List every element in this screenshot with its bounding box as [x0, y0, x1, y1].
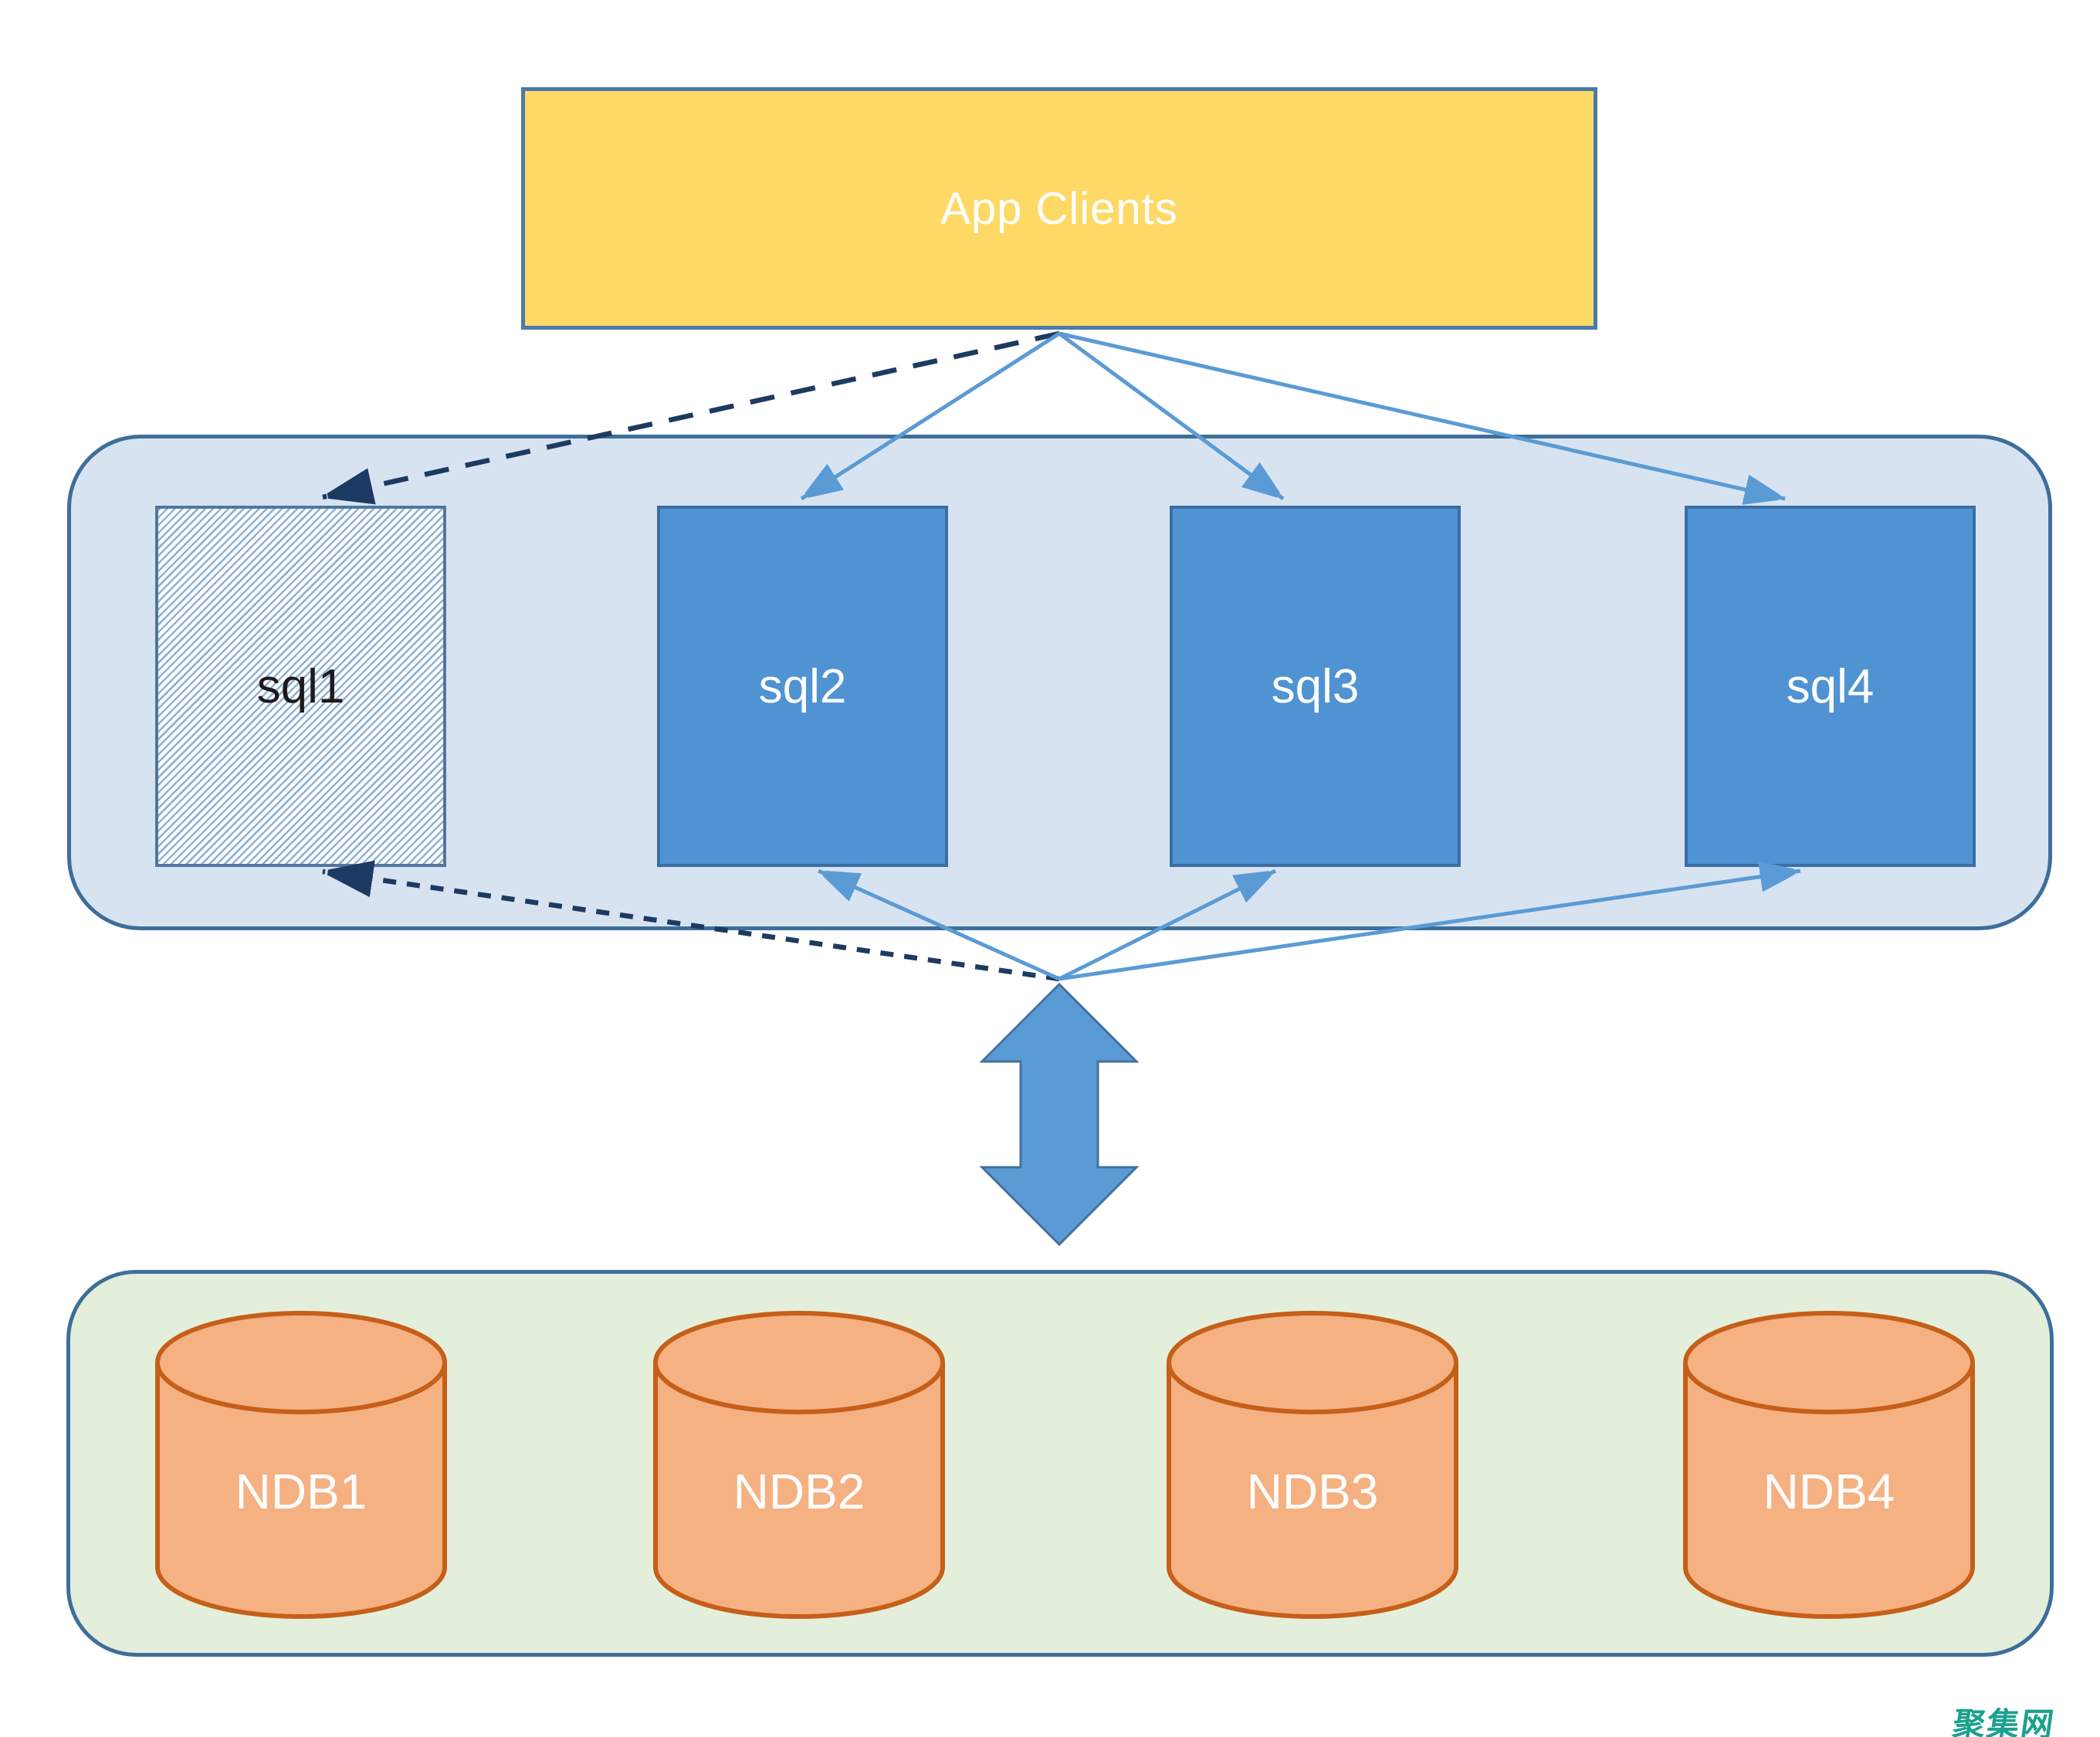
node-sql4-label: sql4	[1786, 659, 1875, 713]
node-sql1: sql1	[155, 506, 446, 867]
node-ndb4-label: NDB4	[1763, 1464, 1895, 1519]
node-ndb1-label: NDB1	[235, 1464, 368, 1519]
node-ndb3-label: NDB3	[1246, 1464, 1379, 1519]
node-sql3: sql3	[1170, 506, 1461, 867]
watermark-text: 聚集网	[1950, 1706, 2058, 1737]
node-sql3-label: sql3	[1271, 659, 1360, 713]
app-clients-box: App Clients	[521, 87, 1597, 330]
node-sql2: sql2	[657, 506, 948, 867]
node-sql1-label: sql1	[256, 659, 345, 713]
node-sql2-label: sql2	[758, 659, 847, 713]
double-arrow-sql-ndb	[979, 982, 1140, 1247]
node-sql4: sql4	[1685, 506, 1976, 867]
app-clients-label: App Clients	[940, 183, 1178, 234]
node-ndb2-label: NDB2	[733, 1464, 865, 1519]
